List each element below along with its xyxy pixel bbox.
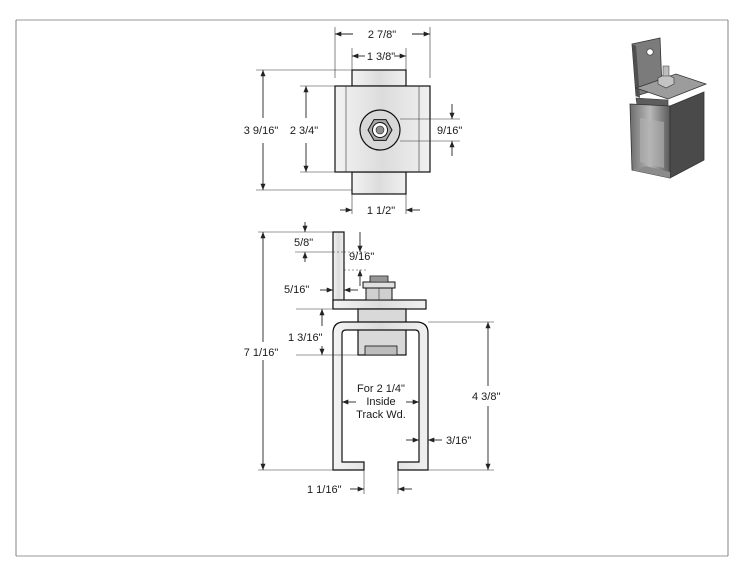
dim-track-height: 4 3/8" (472, 391, 500, 403)
dim-carriage-height: 1 3/16" (288, 332, 323, 344)
dim-height-body: 2 3/4" (290, 125, 318, 137)
page-frame (15, 19, 729, 557)
top-tab (351, 69, 407, 87)
dim-height-overall: 3 9/16" (244, 125, 279, 137)
dim-plate-thickness: 5/16" (284, 284, 309, 296)
top-view: 2 7/8" 1 3/8" 3 9/16" 2 3/4" 9/16" 1 1/2… (244, 27, 462, 217)
dim-width-top-tab: 1 3/8" (367, 51, 395, 63)
dim-width-bottom-tab: 1 1/2" (367, 205, 395, 217)
bracket-photo-icon (629, 37, 708, 179)
horizontal-plate (332, 299, 427, 310)
bolt-nut-icon (362, 275, 396, 301)
track-profile (332, 321, 429, 471)
note-track-line1: For 2 1/4" (357, 383, 405, 395)
dim-hole-offset: 9/16" (349, 251, 374, 263)
bottom-tab (351, 171, 407, 195)
note-track-line3: Track Wd. (356, 409, 406, 421)
side-view: 7 1/16" 5/8" 9/16" 5/16" 1 3/16" 4 3/8" … (244, 222, 500, 496)
dim-wall-thickness: 3/16" (446, 435, 471, 447)
dim-width-overall: 2 7/8" (368, 29, 396, 41)
dim-tab-top: 5/8" (294, 237, 313, 249)
dim-slot-opening: 1 1/16" (307, 484, 342, 496)
bolt-head-icon (359, 109, 401, 151)
dim-overall-height: 7 1/16" (244, 347, 279, 359)
mounting-plate (332, 231, 345, 309)
note-track-line2: Inside (366, 396, 395, 408)
dim-bolt-size: 9/16" (437, 125, 462, 137)
